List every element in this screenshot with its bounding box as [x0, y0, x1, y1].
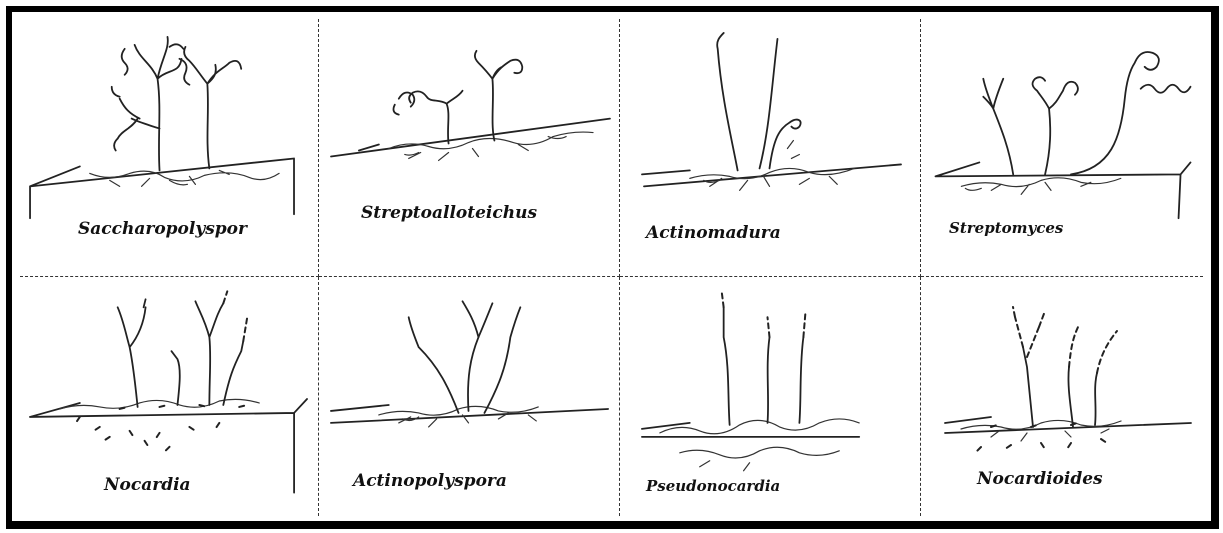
- panel-nocardioides: Nocardioides: [921, 277, 1203, 516]
- panel-streptoalloteichus: Streptoalloteichus: [319, 19, 620, 277]
- panel-actinomadura: Actinomadura: [620, 19, 921, 277]
- streptoalloteichus-sketch: [319, 19, 619, 276]
- figure-frame: Saccharopolyspor Streptoalloteichus: [6, 6, 1219, 529]
- panel-pseudonocardia: Pseudonocardia: [620, 277, 921, 516]
- panel-saccharopolyspora: Saccharopolyspor: [20, 19, 319, 277]
- genus-label-actinopolyspora: Actinopolyspora: [353, 471, 507, 491]
- genus-label-nocardia: Nocardia: [104, 475, 191, 495]
- genus-label-actinomadura: Actinomadura: [646, 223, 781, 243]
- genus-label-streptoalloteichus: Streptoalloteichus: [361, 203, 537, 223]
- genus-label-saccharopolyspora: Saccharopolyspor: [78, 219, 247, 239]
- panel-nocardia: Nocardia: [20, 277, 319, 516]
- genus-label-pseudonocardia: Pseudonocardia: [646, 477, 780, 495]
- genus-label-nocardioides: Nocardioides: [977, 469, 1103, 489]
- genus-label-streptomyces: Streptomyces: [949, 219, 1063, 237]
- panel-actinopolyspora: Actinopolyspora: [319, 277, 620, 516]
- genera-grid: Saccharopolyspor Streptoalloteichus: [20, 19, 1203, 516]
- streptomyces-sketch: [921, 19, 1203, 276]
- panel-streptomyces: Streptomyces: [921, 19, 1203, 277]
